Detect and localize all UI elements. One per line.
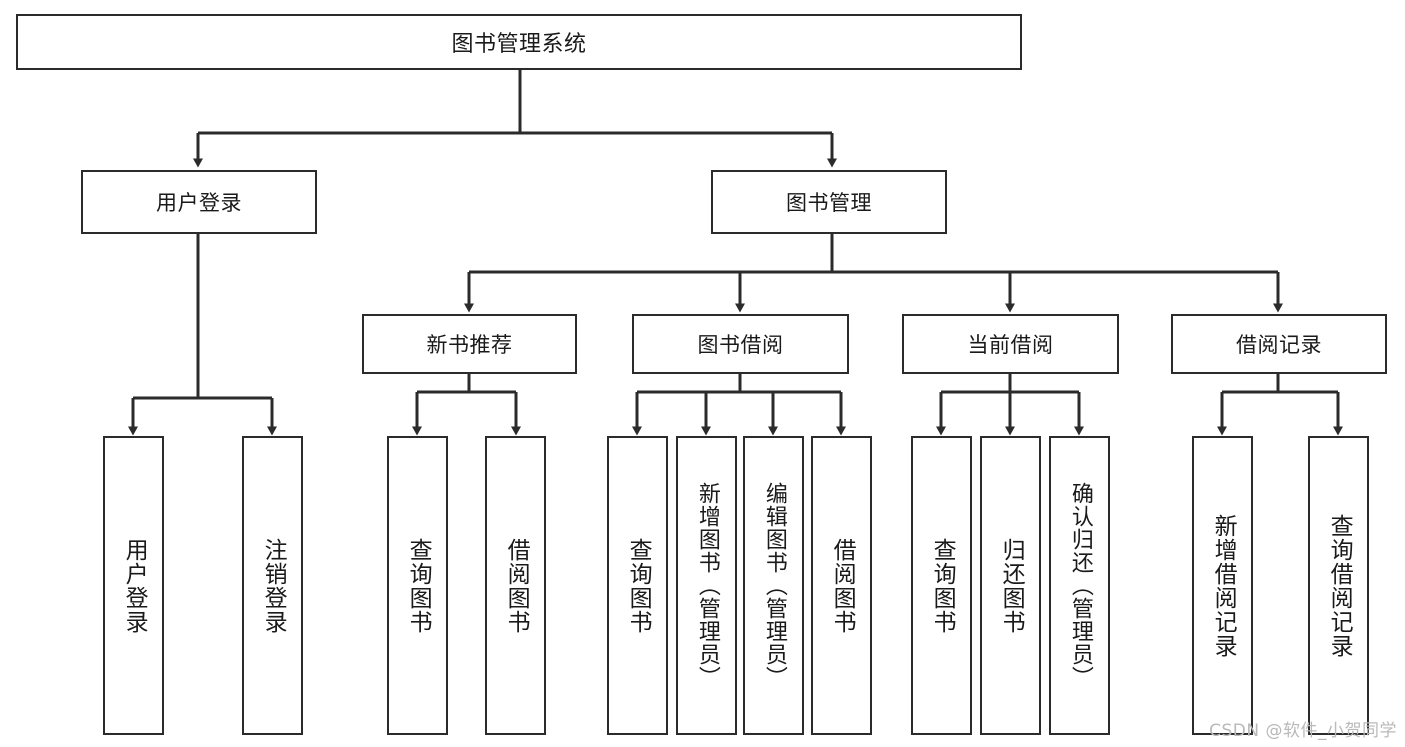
node-new-book-recommendation[interactable]: 新书推荐 [362, 314, 577, 374]
node-leaf-logout[interactable]: 注销登录 [242, 436, 303, 735]
node-leaf-borrow-books[interactable]: 借阅图书 [811, 436, 872, 735]
node-leaf-edit-book-admin[interactable]: 编辑图书（管理员） [743, 436, 804, 735]
node-user-login[interactable]: 用户登录 [81, 170, 317, 234]
node-current-borrowing[interactable]: 当前借阅 [902, 314, 1119, 374]
node-leaf-add-borrow-record[interactable]: 新增借阅记录 [1192, 436, 1253, 735]
node-leaf-user-login[interactable]: 用户登录 [103, 436, 164, 735]
node-book-borrowing[interactable]: 图书借阅 [632, 314, 849, 374]
node-leaf-query-borrow-record[interactable]: 查询借阅记录 [1308, 436, 1369, 735]
node-leaf-confirm-return-admin[interactable]: 确认归还（管理员） [1049, 436, 1110, 735]
node-leaf-query-books-current[interactable]: 查询图书 [911, 436, 972, 735]
node-borrowing-records[interactable]: 借阅记录 [1171, 314, 1387, 374]
node-book-management[interactable]: 图书管理 [711, 170, 947, 234]
node-leaf-query-books-newbook[interactable]: 查询图书 [387, 436, 448, 735]
node-leaf-return-books[interactable]: 归还图书 [980, 436, 1041, 735]
watermark-text: CSDN @软件_小贺同学 [1209, 721, 1397, 741]
node-leaf-add-book-admin[interactable]: 新增图书（管理员） [676, 436, 737, 735]
node-leaf-query-books-borrow[interactable]: 查询图书 [607, 436, 668, 735]
node-root-book-management-system[interactable]: 图书管理系统 [16, 14, 1022, 70]
node-leaf-borrow-books-newbook[interactable]: 借阅图书 [485, 436, 546, 735]
